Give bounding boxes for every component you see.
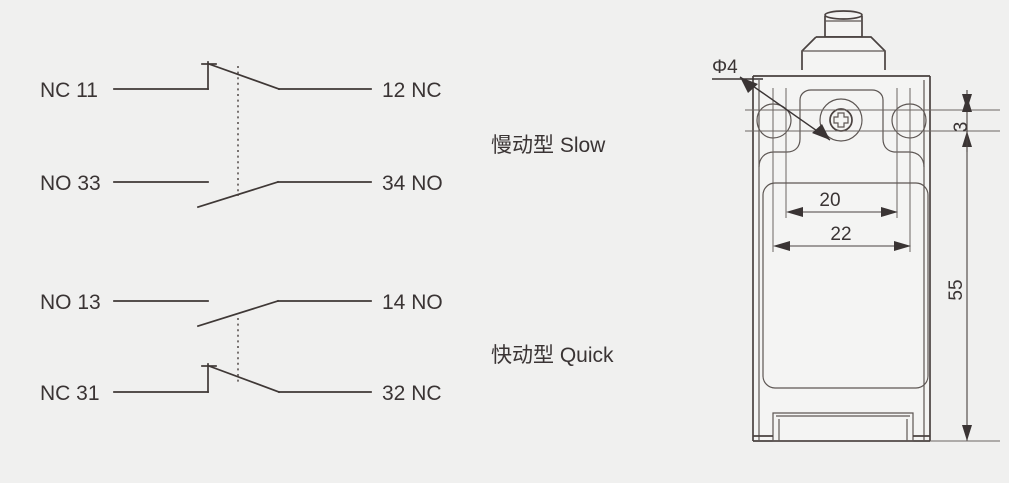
bottom-cable-block: [753, 412, 930, 442]
label-32-nc: 32 NC: [382, 382, 442, 405]
mechanical-drawing: Φ4 20 22 3: [712, 10, 1000, 442]
dimension-22: [773, 241, 911, 251]
switch-body-outline: [752, 70, 931, 442]
label-12-nc: 12 NC: [382, 79, 442, 102]
dimension-20: [786, 207, 898, 217]
contact-no-13-14: [113, 299, 372, 328]
mode-label-quick: 快动型 Quick: [491, 344, 614, 367]
dimension-55: [930, 96, 1000, 442]
label-14-no: 14 NO: [382, 291, 443, 314]
label-no-33: NO 33: [40, 172, 101, 195]
actuator-plunger: [824, 10, 863, 38]
circuit-diagram-quick: [113, 299, 372, 394]
label-34-no: 34 NO: [382, 172, 443, 195]
circuit-diagram-slow: [113, 61, 372, 209]
label-no-13: NO 13: [40, 291, 101, 314]
label-nc-31: NC 31: [40, 382, 100, 405]
mode-label-slow: 慢动型 Slow: [491, 134, 606, 157]
dim-label-phi4: Φ4: [712, 57, 738, 78]
dim-label-55: 55: [946, 279, 967, 300]
dimension-phi4: [712, 76, 831, 141]
dim-label-3: 3: [951, 122, 972, 133]
contact-nc-31-32: [113, 363, 372, 394]
contact-no-33-34: [113, 180, 372, 209]
dim-label-20: 20: [819, 190, 840, 211]
contact-nc-11-12: [113, 61, 372, 91]
mounting-shoulder: [758, 89, 925, 168]
label-nc-11: NC 11: [40, 79, 98, 102]
front-face-recess: [762, 182, 929, 389]
actuator-collar: [801, 36, 886, 70]
dim-label-22: 22: [830, 224, 851, 245]
